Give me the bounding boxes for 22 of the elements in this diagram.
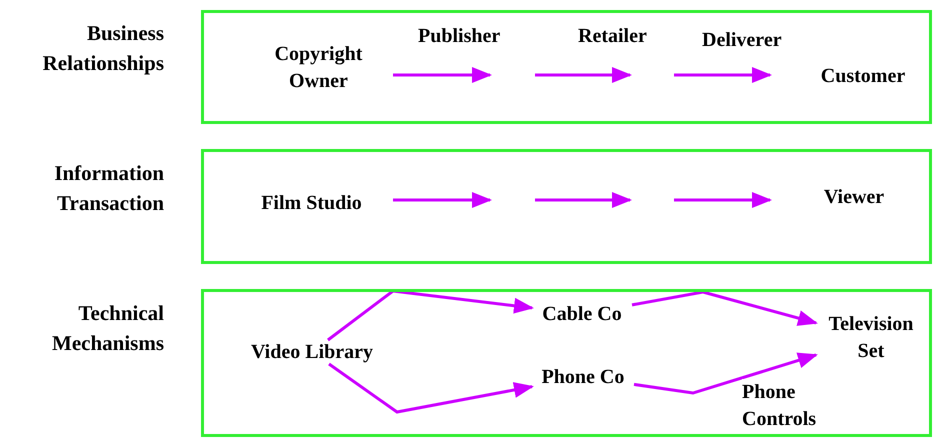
node-label: Copyright Owner [256,40,393,96]
node-label: Film Studio [236,190,393,216]
arrow [327,289,534,342]
arrow [674,67,772,83]
arrow [393,192,492,208]
role-label: Deliverer [702,28,783,53]
node-label: Customer [770,63,916,89]
role-label: Retailer [578,24,648,49]
node-label: Cable Co [532,302,632,326]
arrow [632,290,818,326]
band-heading: Business Relationships [42,20,164,77]
arrow [393,67,492,83]
node-label: Viewer [770,184,892,210]
node-label: Video Library [236,340,388,364]
band-heading: Information Transaction [53,160,164,217]
role-label: Publisher [418,24,502,49]
node-label: Phone Co [532,365,634,389]
node-label: Television Set [816,312,926,364]
band-heading: Technical Mechanisms [51,300,164,357]
arrow [328,362,534,414]
arrow [674,192,772,208]
arrow [634,352,818,395]
